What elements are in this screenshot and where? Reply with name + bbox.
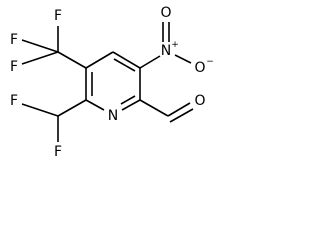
bond-c4-n-ring [121,99,141,111]
bond-c1-cf3 [57,51,87,69]
atom-f-cf3-bottom: F [10,59,18,75]
atom-n-ring: N [108,108,118,124]
bond-c6-chf2 [57,99,87,117]
structure-diagram: F F F N + O O − N F F O [10,5,214,160]
bond-c4-n-ring-inner [120,95,136,105]
bond-n-ring-c6 [85,99,105,111]
atom-labels: F F F N + O O − N F F O [10,5,214,160]
atom-f-chf2-left: F [10,93,18,109]
bond-cho-o [167,102,191,117]
molecule-canvas: F F F N + O O − N F F O [10,5,214,160]
charge-n-nitro: + [171,40,179,50]
bond-n-nitro-o-right [174,54,192,64]
atom-n-nitro: N [161,43,171,59]
bond-cf3-f-bottom [21,51,59,65]
atom-f-cf3-left: F [10,32,18,48]
bond-c2-c3 [112,51,141,69]
bonds [21,22,194,142]
atom-o-aldehyde: O [194,93,205,109]
charge-o-nitro-right: − [206,57,214,67]
bond-chf2-f-left [21,103,59,117]
bond-c2-c3-inner [113,58,136,72]
bond-cho-o-double [169,108,194,123]
atom-f-cf3-top: F [54,8,62,24]
atom-o-nitro-top: O [160,5,171,21]
atom-o-nitro-right: O [194,60,205,76]
bond-c4-cho [139,99,169,117]
bond-cf3-f-left [21,39,59,53]
bond-c1-c2 [85,51,114,69]
atom-f-chf2-bottom: F [54,144,62,160]
bond-c3-n-nitro [139,55,161,69]
